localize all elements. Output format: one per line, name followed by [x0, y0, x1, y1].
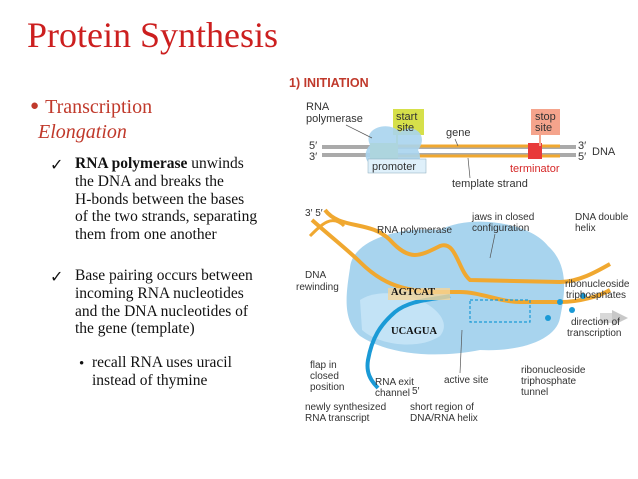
label-site: site	[535, 122, 552, 134]
label-active-site: active site	[444, 375, 489, 386]
initiation-diagram: promoter RNA polymerase start site gene …	[306, 101, 616, 190]
triphosphate-tunnel	[469, 299, 531, 323]
point1-line: the DNA and breaks the	[75, 172, 224, 190]
direction-arrow-tail	[600, 313, 612, 323]
nucleotide	[569, 307, 575, 313]
dna-rna-helix-region	[388, 288, 450, 300]
sequence-dna: AGTCAT	[391, 287, 435, 298]
label-tunnel: triphosphate	[521, 376, 576, 387]
subheading-elongation: Elongation	[38, 121, 127, 143]
label-rna-polymerase: RNA	[306, 101, 330, 113]
label-jaws: jaws in closed	[471, 212, 534, 223]
terminator-region	[528, 143, 542, 159]
label-leader	[454, 138, 459, 147]
polymerase-inner	[360, 293, 444, 345]
label-flap: flap in	[310, 360, 337, 371]
label-tunnel: ribonucleoside	[521, 365, 586, 376]
point1-bold: RNA polymerase	[75, 155, 188, 172]
elongation-diagram: 3′ 5′ RNA polymerase jaws in closed conf…	[296, 208, 630, 424]
label-leader	[467, 157, 471, 179]
point-base-pairing: Base pairing occurs between incoming RNA…	[75, 267, 253, 338]
label-rna-polymerase: polymerase	[306, 113, 363, 125]
nucleotide	[580, 293, 586, 299]
checkmark-icon: ✓	[50, 157, 64, 174]
dna-twist	[308, 219, 346, 238]
direction-arrow-icon	[612, 310, 628, 326]
point2-line: Base pairing occurs between	[75, 267, 253, 284]
label-3prime: 3′	[309, 151, 317, 163]
label-leader	[489, 233, 496, 259]
promoter-label: promoter	[372, 161, 416, 173]
label-template-strand: template strand	[452, 178, 528, 190]
label-3prime: 3′	[578, 140, 586, 152]
label-dna-double-helix: helix	[575, 223, 596, 234]
bullet-text: Transcription	[45, 96, 153, 118]
point-rna-polymerase: RNA polymerase unwinds the DNA and break…	[75, 155, 257, 244]
label-tunnel: tunnel	[521, 387, 548, 398]
point2-line: incoming RNA nucleotides	[75, 284, 244, 302]
nucleotide	[545, 315, 551, 321]
label-gene: gene	[446, 127, 470, 139]
point1-line: H-bonds between the bases	[75, 190, 245, 208]
subpoint-line: instead of thymine	[92, 371, 208, 389]
checkmark-icon: ✓	[50, 269, 64, 286]
point1-line: them from one another	[75, 226, 217, 244]
slide-title: Protein Synthesis	[27, 15, 279, 55]
bullet-transcription: ● Transcription	[30, 96, 152, 119]
promoter-label-box	[367, 158, 427, 174]
label-site: site	[397, 122, 414, 134]
label-leader	[459, 329, 463, 374]
label-rna-exit: RNA exit	[375, 377, 414, 388]
point1-rest: unwinds	[187, 155, 244, 172]
point1-line: of the two strands, separating	[75, 208, 258, 226]
label-jaws: configuration	[472, 223, 529, 234]
label-leader	[345, 124, 373, 139]
bullet-dot-icon: ●	[30, 98, 40, 114]
label-5prime: 5′	[309, 140, 317, 152]
subpoint-uracil: recall RNA uses uracil instead of thymin…	[92, 354, 232, 390]
figure-heading: 1) INITIATION	[289, 76, 369, 90]
label-dna: DNA	[592, 146, 616, 158]
nucleotides	[545, 293, 586, 321]
label-dna-double-helix: DNA double	[575, 212, 629, 223]
label-dna-rewinding: rewinding	[296, 282, 339, 293]
label-start: start	[396, 111, 417, 123]
sequence-rna: UCAGUA	[391, 326, 437, 337]
label-direction: transcription	[567, 328, 621, 339]
label-short-region: DNA/RNA helix	[410, 413, 478, 424]
stop-site-box	[531, 109, 560, 135]
label-3-5: 3′ 5′	[305, 208, 323, 219]
label-rna-exit: channel	[375, 388, 410, 399]
subpoint-line: recall RNA uses uracil	[92, 354, 232, 371]
label-flap: closed	[310, 371, 339, 382]
subbullet-dot-icon: •	[79, 356, 85, 372]
label-dna-rewinding: DNA	[305, 270, 326, 281]
label-ribonucleoside: ribonucleoside	[565, 279, 630, 290]
label-flap: position	[310, 382, 344, 393]
label-newly-synthesized: RNA transcript	[305, 413, 370, 424]
label-stop: stop	[535, 111, 556, 123]
label-triphosphates: triphosphates	[566, 290, 626, 301]
nucleotide	[557, 299, 563, 305]
label-terminator: terminator	[510, 163, 560, 175]
label-direction: direction of	[571, 317, 620, 328]
dna-strand-b	[323, 208, 611, 285]
point2-line: and the DNA nucleotides of	[75, 302, 249, 320]
label-rna-polymerase-2: RNA polymerase	[377, 225, 452, 236]
label-5prime-rna: 5′	[412, 386, 420, 397]
rna-transcript	[365, 294, 451, 390]
label-short-region: short region of	[410, 402, 474, 413]
label-newly-synthesized: newly synthesized	[305, 402, 386, 413]
point2-line: the gene (template)	[75, 320, 195, 338]
label-5prime: 5′	[578, 151, 586, 163]
